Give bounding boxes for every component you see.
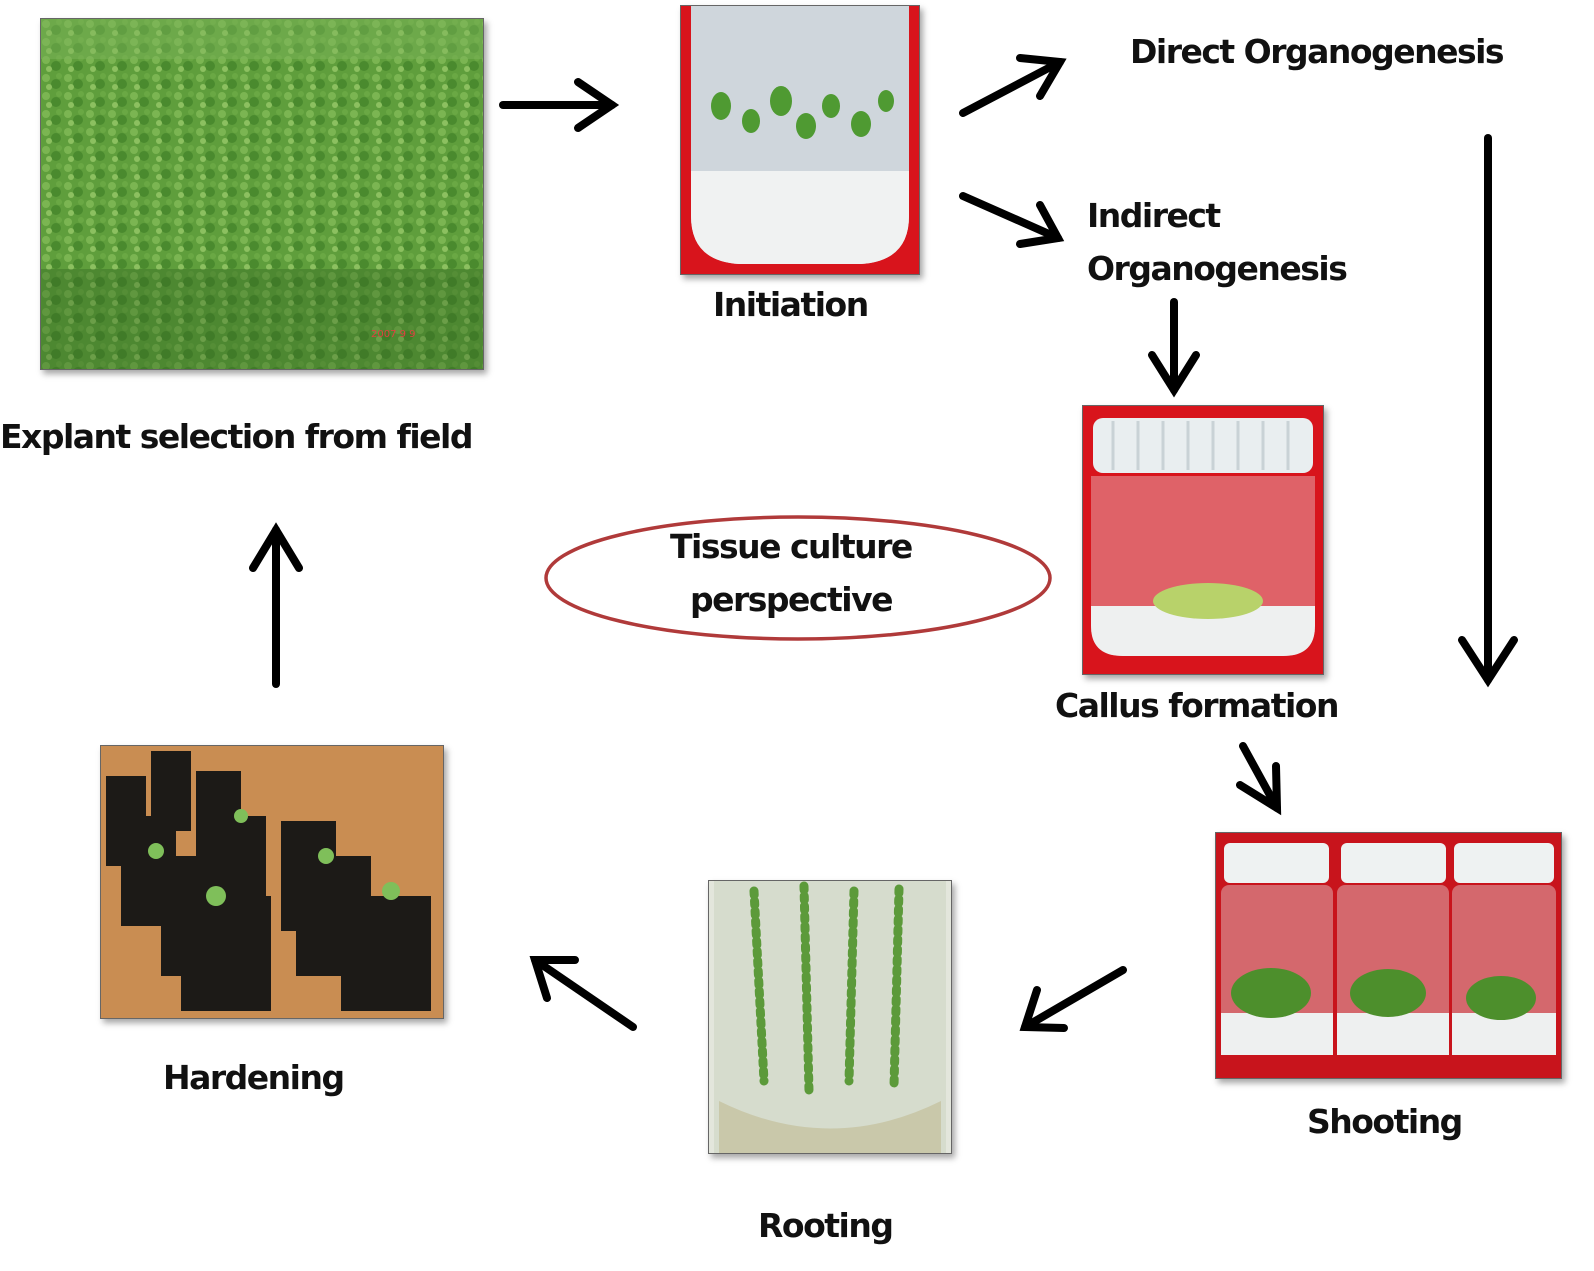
arrow-callus-to-shooting xyxy=(1236,742,1282,816)
callus-photo xyxy=(1082,405,1324,675)
center-title-line1: Tissue culture xyxy=(670,527,913,566)
label-callus-formation: Callus formation xyxy=(1055,686,1339,725)
label-indirect-line2: Organogenesis xyxy=(1087,249,1348,288)
label-initiation: Initiation xyxy=(713,285,869,324)
arrow-field-to-initiation xyxy=(499,78,620,132)
arrow-initiation-to-indirect xyxy=(959,192,1065,248)
hardening-photo xyxy=(100,745,444,1019)
center-ellipse xyxy=(544,515,1052,641)
arrow-shooting-to-rooting xyxy=(1019,966,1127,1032)
arrow-initiation-to-direct xyxy=(959,54,1067,117)
arrow-hardening-to-field xyxy=(249,522,303,688)
arrow-direct-to-shooting xyxy=(1458,134,1518,688)
shooting-photo xyxy=(1215,832,1562,1079)
label-rooting: Rooting xyxy=(758,1206,894,1245)
initiation-photo xyxy=(680,5,920,275)
label-shooting: Shooting xyxy=(1307,1102,1463,1141)
rooting-photo xyxy=(708,880,952,1154)
label-indirect-line1: Indirect xyxy=(1087,196,1221,235)
center-title-line2: perspective xyxy=(690,580,893,619)
svg-text:2007 9 9: 2007 9 9 xyxy=(371,329,416,340)
field-photo: 2007 9 9 xyxy=(40,18,484,370)
label-direct-organogenesis: Direct Organogenesis xyxy=(1130,32,1505,71)
arrow-rooting-to-hardening xyxy=(529,956,637,1031)
arrow-indirect-to-callus xyxy=(1148,298,1200,398)
label-hardening: Hardening xyxy=(163,1058,345,1097)
label-explant-selection: Explant selection from field xyxy=(0,417,473,456)
